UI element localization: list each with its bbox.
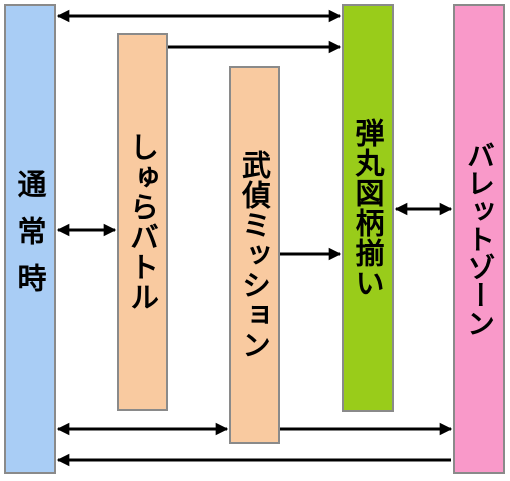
state-label-normal: 通常時 [13,168,47,310]
state-label-bullet-zone: バレットゾーン [463,141,496,337]
state-label-shura-battle: しゅらバトル [125,132,160,312]
state-box-bullet-symbol-match: 弾丸図柄揃い [342,4,394,412]
state-box-shura-battle: しゅらバトル [117,33,168,411]
state-box-bullet-zone: バレットゾーン [453,4,505,474]
state-label-bushin-mission: 武偵ミッション [237,150,272,360]
state-box-normal: 通常時 [4,4,56,474]
state-box-bushin-mission: 武偵ミッション [229,66,280,444]
state-label-bullet-symbol-match: 弾丸図柄揃い [351,118,385,298]
